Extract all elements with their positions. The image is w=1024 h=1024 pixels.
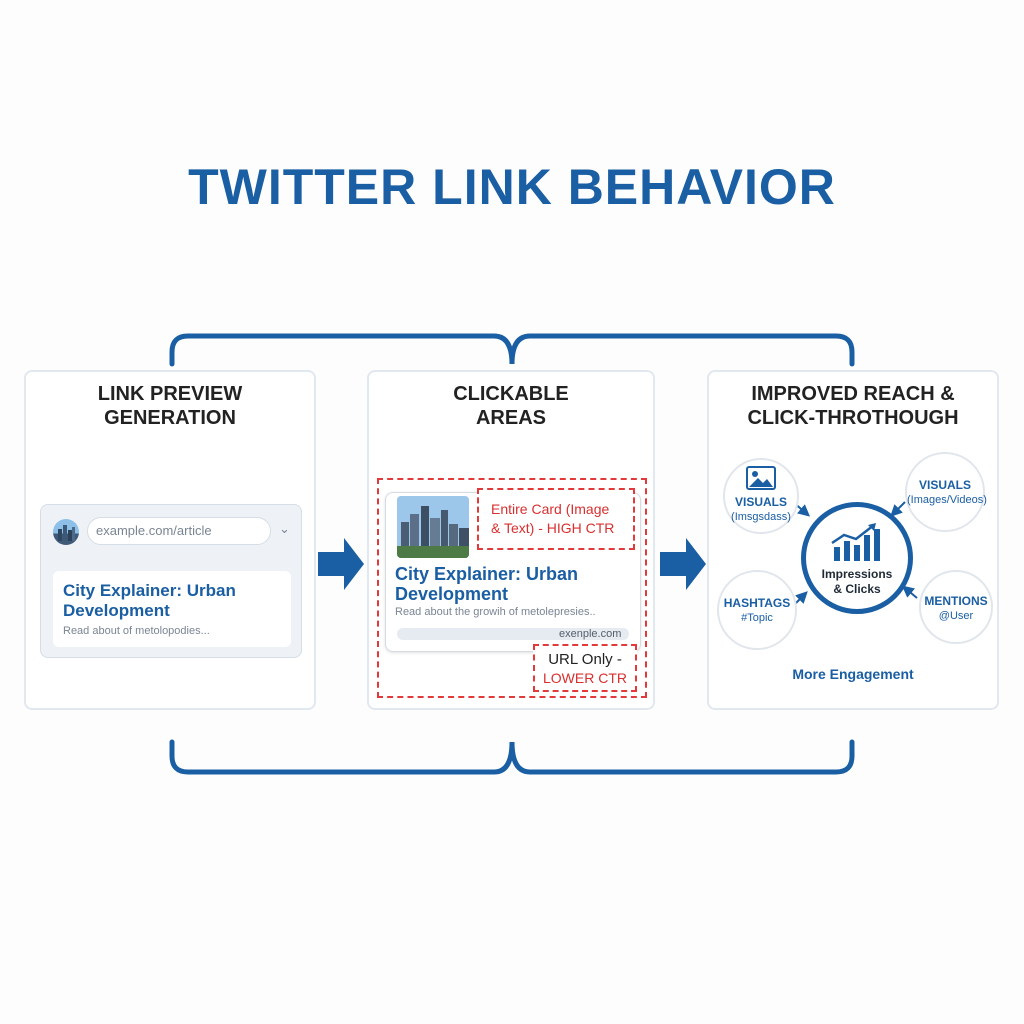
card-title: City Explainer: Urban Development bbox=[395, 564, 579, 604]
link-preview-card[interactable]: City Explainer: Urban Development Read a… bbox=[53, 571, 291, 647]
clickable-area-outline bbox=[377, 478, 647, 698]
panel-clickable-areas: CLICKABLE AREAS Entire Card (Image & Tex… bbox=[367, 370, 655, 710]
tweet-compose-preview: example.com/article ⌄ City Explainer: Ur… bbox=[40, 504, 302, 658]
panel-link-preview: LINK PREVIEW GENERATION example.com/arti… bbox=[24, 370, 316, 710]
url-bar[interactable] bbox=[397, 628, 629, 640]
avatar bbox=[53, 519, 79, 545]
bottom-bracket bbox=[169, 739, 855, 775]
node-mentions: MENTIONS @User bbox=[919, 570, 993, 644]
growth-chart-icon bbox=[831, 523, 880, 561]
panel-heading: CLICKABLE AREAS bbox=[453, 383, 569, 429]
card-url[interactable]: exenple.com bbox=[559, 628, 622, 640]
card-subtitle: Read about the growih of metolepresies.. bbox=[395, 606, 596, 618]
card-title: City Explainer: Urban Development bbox=[63, 581, 236, 620]
arrow-icon bbox=[890, 501, 906, 517]
high-ctr-label: Entire Card (Image & Text) - HIGH CTR bbox=[477, 488, 635, 550]
impressions-clicks-hub: Impressions & Clicks bbox=[801, 502, 913, 614]
node-visuals: VISUALS (Images/Videos) bbox=[905, 452, 987, 532]
arrow-right-icon bbox=[660, 538, 706, 590]
arrow-right-icon bbox=[318, 538, 364, 590]
node-hashtags: HASHTAGS #Topic bbox=[717, 570, 797, 650]
page-title: TWITTER LINK BEHAVIOR bbox=[188, 159, 836, 215]
arrow-icon bbox=[901, 585, 918, 599]
top-bracket bbox=[169, 333, 855, 367]
card-subtitle: Read about of metolopodies... bbox=[63, 625, 210, 637]
node-visuals-image: VISUALS (Imsgsdass) bbox=[723, 458, 799, 534]
chevron-down-icon[interactable]: ⌄ bbox=[279, 521, 290, 536]
panel-heading: LINK PREVIEW GENERATION bbox=[97, 383, 243, 429]
more-engagement-label: More Engagement bbox=[792, 666, 914, 682]
center-label: Impressions & Clicks bbox=[821, 567, 893, 596]
panel-heading: IMPROVED REACH & CLICK-THROTHOUGH bbox=[747, 383, 959, 429]
panel-improved-reach: IMPROVED REACH & CLICK-THROTHOUGH VISUAL… bbox=[707, 370, 999, 710]
city-image[interactable] bbox=[397, 496, 469, 558]
url-input[interactable]: example.com/article bbox=[87, 517, 271, 545]
low-ctr-label: URL Only - LOWER CTR bbox=[533, 644, 637, 692]
image-icon bbox=[746, 466, 776, 490]
